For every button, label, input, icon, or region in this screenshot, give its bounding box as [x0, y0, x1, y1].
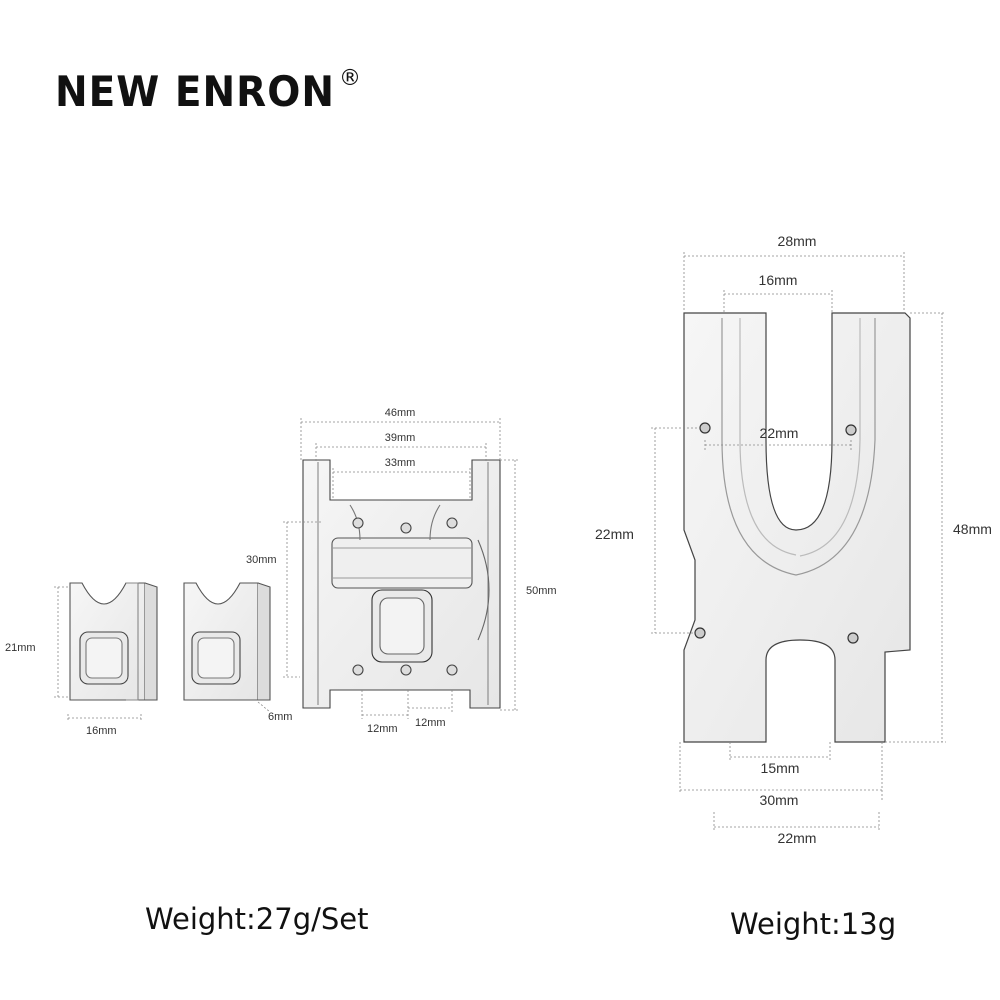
dim-16: 16mm [86, 725, 117, 737]
dim-30-bottom: 30mm [760, 792, 799, 808]
dim-16-top: 16mm [759, 272, 798, 288]
dim-33: 33mm [385, 457, 416, 469]
dim-21: 21mm [5, 642, 36, 654]
weight-left: Weight:27g/Set [145, 902, 369, 936]
dim-6: 6mm [268, 711, 292, 723]
dimension-lines [54, 252, 946, 831]
dim-22-left: 22mm [595, 526, 634, 542]
brand-name: NEW ENRON [55, 68, 335, 117]
dim-48: 48mm [953, 521, 992, 537]
dim-12-a: 12mm [367, 723, 398, 735]
center-frame-part [302, 459, 501, 709]
dim-46: 46mm [385, 407, 416, 419]
dimension-labels: 46mm 39mm 33mm 30mm 50mm 12mm 12mm 21mm … [5, 233, 992, 846]
dim-39: 39mm [385, 432, 416, 444]
dim-30: 30mm [246, 554, 277, 566]
dim-22-mid: 22mm [760, 425, 799, 441]
mount-block-right [183, 582, 271, 701]
weight-right: Weight:13g [730, 907, 897, 941]
mount-block-left [69, 582, 158, 701]
dim-28: 28mm [778, 233, 817, 249]
registered-mark: ® [338, 66, 361, 91]
dim-50: 50mm [526, 585, 557, 597]
brand-logo: NEW ENRON ® [55, 66, 361, 117]
dim-22-bottom: 22mm [778, 830, 817, 846]
u-shaped-arm-part [683, 312, 911, 743]
dim-15: 15mm [761, 760, 800, 776]
dim-12-b: 12mm [415, 717, 446, 729]
